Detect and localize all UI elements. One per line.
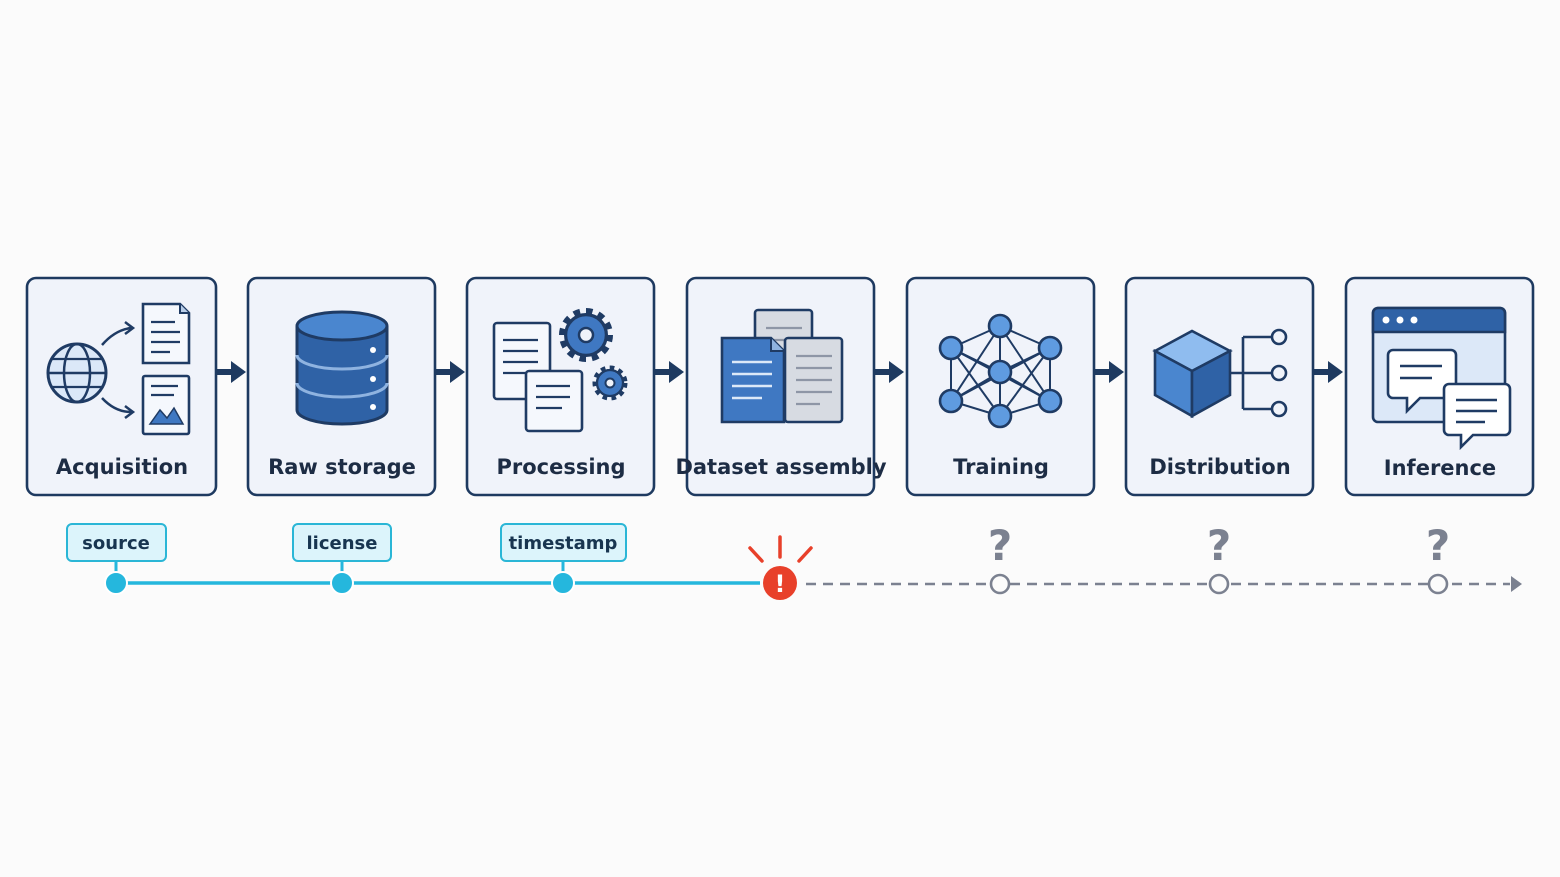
tag-source: source — [66, 523, 167, 595]
tag-label: timestamp — [509, 533, 618, 554]
arrow-right-icon — [1314, 361, 1343, 383]
arrow-right-icon — [217, 361, 246, 383]
unknown-inference: ? — [1426, 521, 1450, 595]
tag-license: license — [292, 523, 392, 595]
arrow-right-icon — [655, 361, 684, 383]
stage-acquisition: Acquisition — [25, 276, 218, 497]
stage-label: Inference — [1384, 456, 1496, 480]
break-marker: ! — [775, 570, 786, 598]
question-mark-icon: ? — [1426, 521, 1450, 570]
globe-documents-icon — [46, 302, 191, 436]
tag-label: source — [82, 533, 150, 554]
stage-label: Training — [953, 455, 1049, 479]
tag-timestamp: timestamp — [500, 523, 627, 595]
timeline-end-arrow-icon — [1511, 576, 1522, 592]
neural-network-icon — [938, 313, 1063, 429]
tag-label: license — [307, 533, 378, 554]
arrow-right-icon — [1095, 361, 1124, 383]
stage-label: Distribution — [1149, 455, 1290, 479]
stage-label: Processing — [496, 455, 625, 479]
stage-inference: Inference — [1344, 276, 1535, 497]
stage-raw-storage: Raw storage — [246, 276, 437, 497]
stage-label: Dataset assembly — [675, 455, 886, 479]
cube-branches-icon — [1152, 328, 1288, 419]
stage-arrows — [217, 361, 1343, 383]
arrow-right-icon — [875, 361, 904, 383]
unknown-distribution: ? — [1207, 521, 1231, 595]
question-mark-icon: ? — [988, 521, 1012, 570]
stage-dataset-assembly: Dataset assembly — [675, 276, 887, 497]
question-mark-icon: ? — [1207, 521, 1231, 570]
arrow-right-icon — [436, 361, 465, 383]
browser-chat-icon — [1371, 306, 1512, 451]
stacked-documents-icon — [720, 308, 844, 424]
database-icon — [295, 310, 389, 426]
documents-gears-icon — [492, 308, 628, 433]
stage-label: Raw storage — [268, 455, 416, 479]
stage-distribution: Distribution — [1124, 276, 1315, 497]
stage-label: Acquisition — [56, 455, 188, 479]
break-alert-icon: ! — [748, 535, 813, 600]
stage-training: Training — [905, 276, 1096, 497]
stage-processing: Processing — [465, 276, 656, 497]
unknown-training: ? — [988, 521, 1012, 595]
provenance-timeline: source license timestamp ! ? ? ? — [66, 521, 1522, 600]
